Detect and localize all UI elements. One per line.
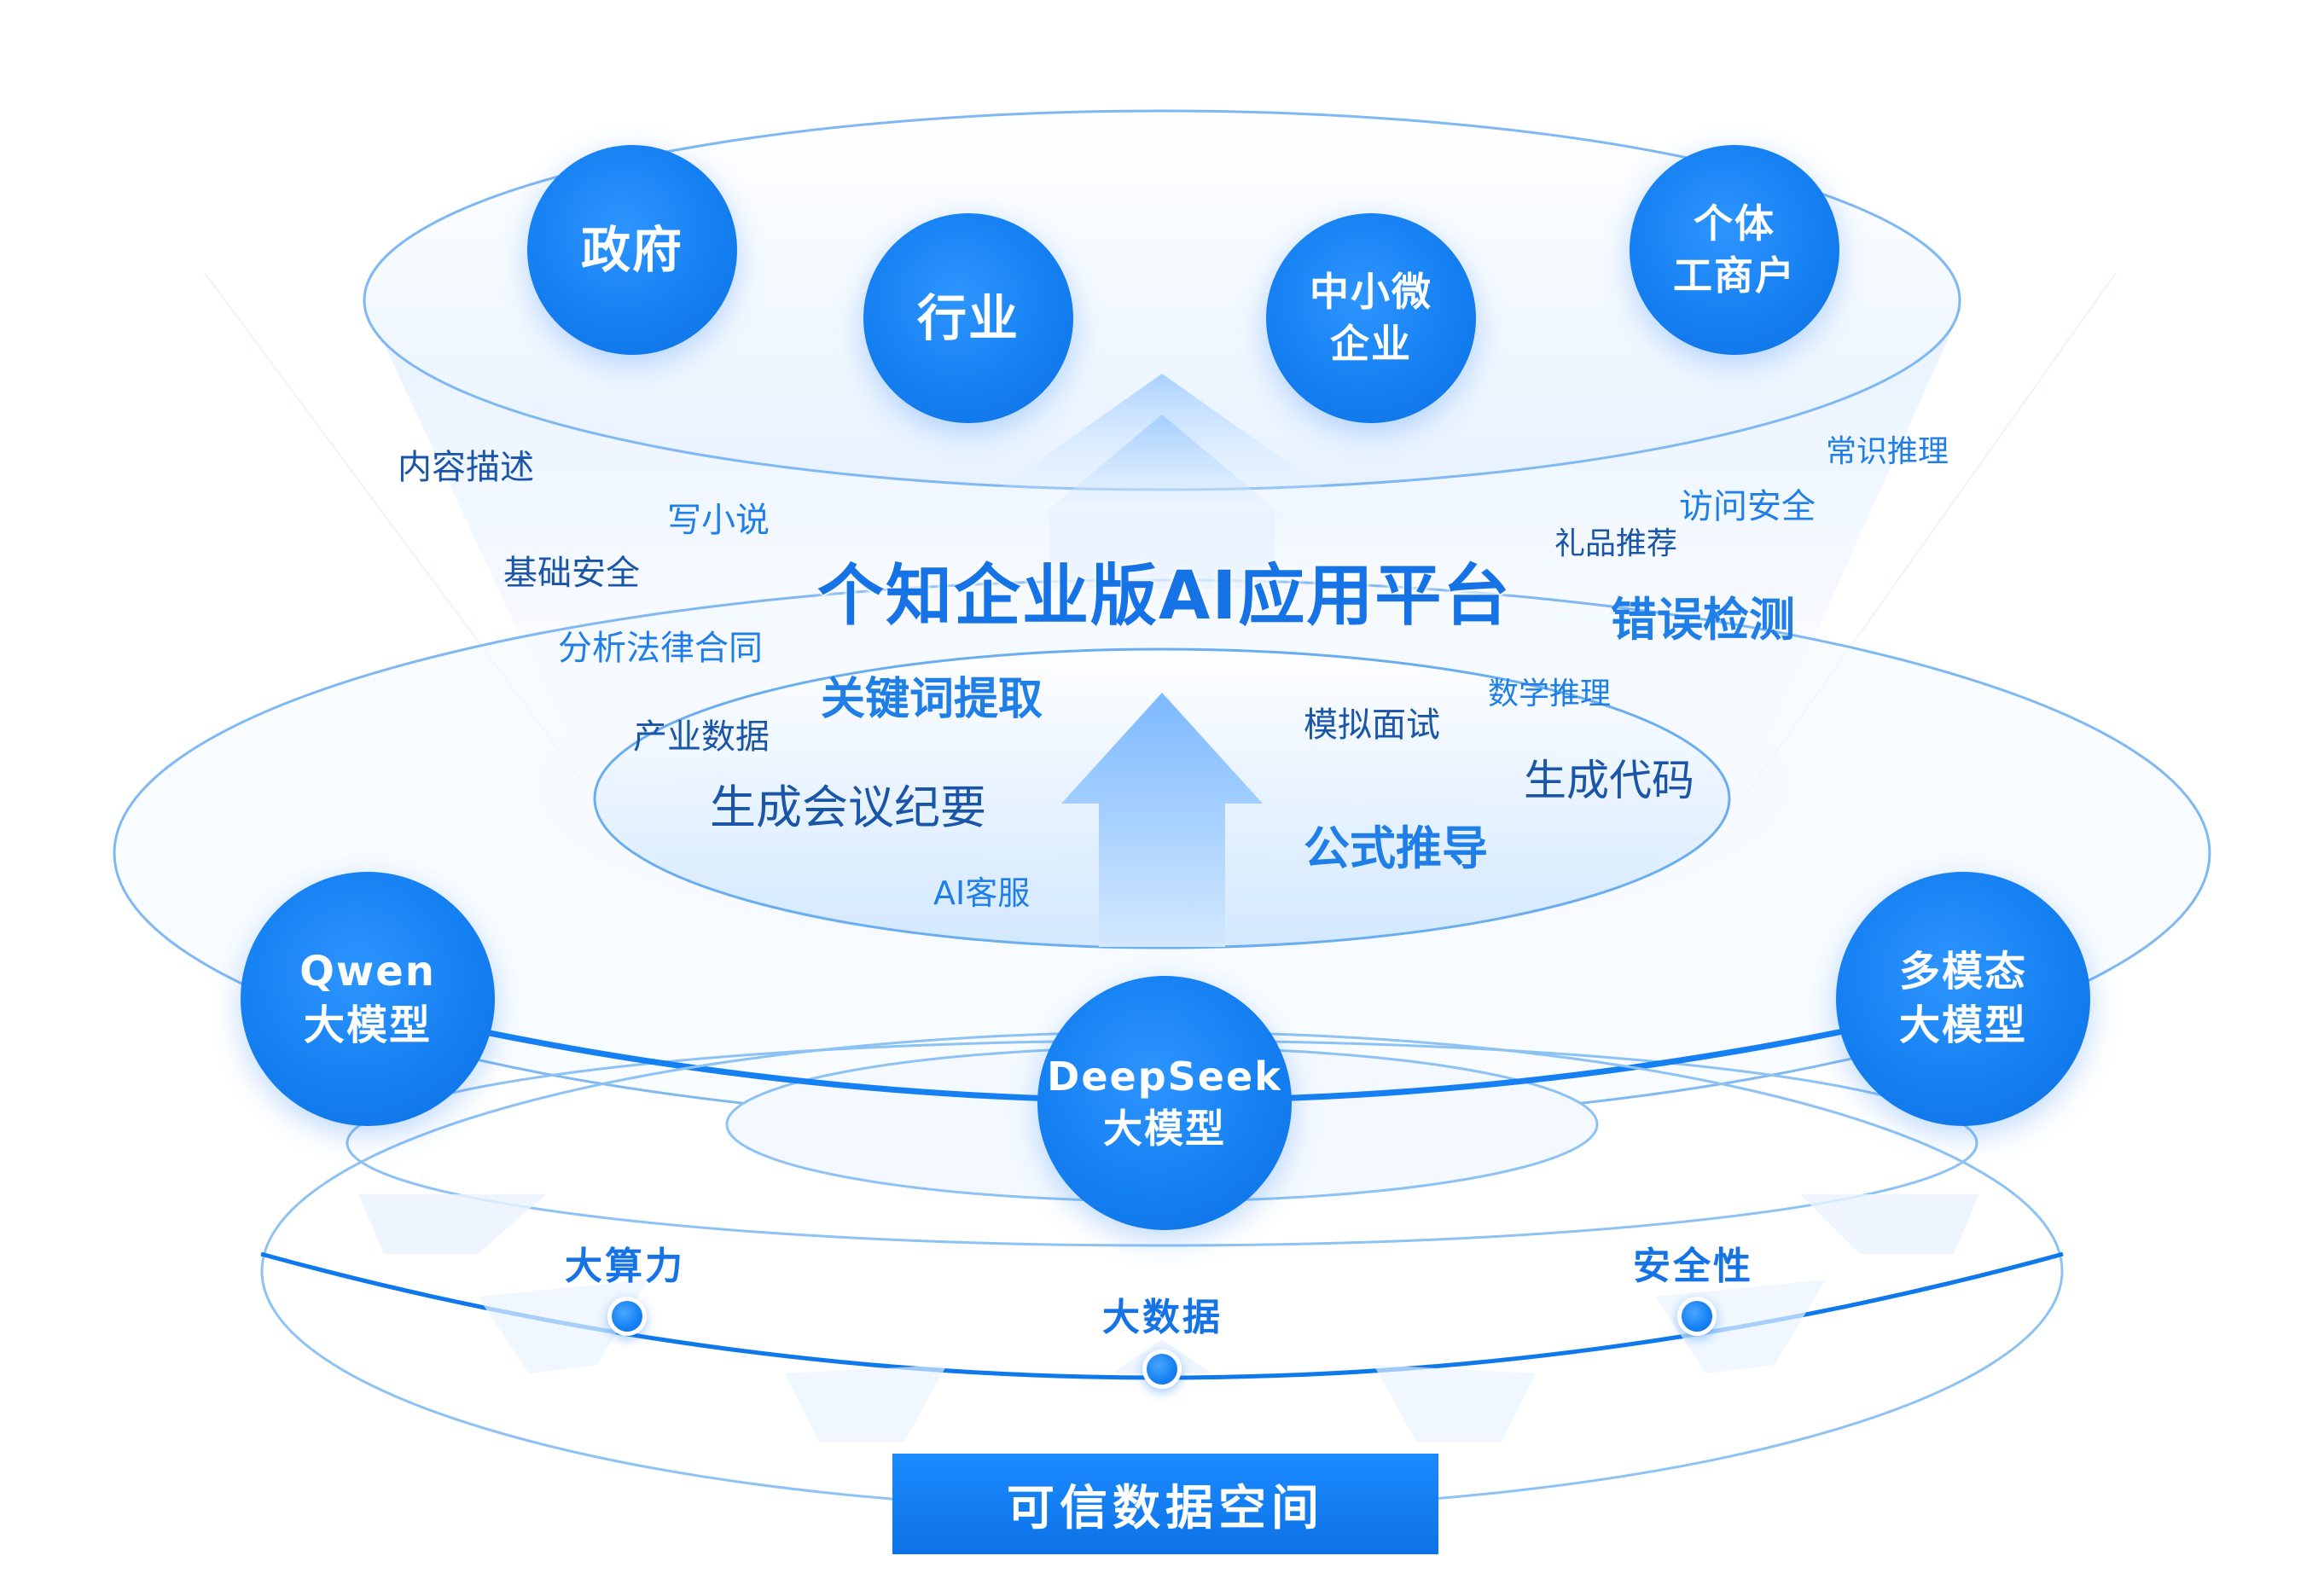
audience-individual-business: 个体 工商户 xyxy=(1630,145,1839,355)
foundation-big-data-dot xyxy=(1142,1350,1182,1389)
tag-gift-recommendation: 礼品推荐 xyxy=(1554,526,1678,561)
audience-sme: 中小微 企业 xyxy=(1266,213,1476,423)
audience-individual-line1: 个体 xyxy=(1694,200,1775,247)
audience-individual-line2: 工商户 xyxy=(1673,253,1796,299)
tag-formula-derivation: 公式推导 xyxy=(1304,821,1488,875)
model-multimodal-line1: 多模态 xyxy=(1898,947,2027,996)
foundation-compute-dot xyxy=(607,1297,647,1336)
tag-math-reasoning: 数学推理 xyxy=(1488,676,1612,711)
tag-mock-interview: 模拟面试 xyxy=(1304,705,1440,745)
tag-industry-data: 产业数据 xyxy=(633,717,770,757)
tag-basic-security: 基础安全 xyxy=(503,554,640,593)
model-deepseek: DeepSeek 大模型 xyxy=(1037,976,1292,1230)
model-deepseek-line1: DeepSeek xyxy=(1047,1054,1282,1100)
tag-ai-customer-service: AI客服 xyxy=(933,874,1031,912)
model-qwen-line2: 大模型 xyxy=(303,1001,432,1049)
audience-sme-line2: 企业 xyxy=(1330,321,1412,367)
trusted-data-space-label: 可信数据空间 xyxy=(1007,1480,1324,1536)
tag-access-security: 访问安全 xyxy=(1679,487,1816,526)
tag-keyword-extraction: 关键词提取 xyxy=(821,674,1043,725)
tag-write-novel: 写小说 xyxy=(667,501,770,540)
audience-sme-line1: 中小微 xyxy=(1310,269,1432,316)
platform-title: 个知企业版AI应用平台 xyxy=(817,558,1512,635)
foundation-big-data-label: 大数据 xyxy=(1102,1296,1223,1339)
tag-meeting-minutes: 生成会议纪要 xyxy=(710,781,986,834)
audience-industry: 行业 xyxy=(863,213,1073,423)
model-qwen-line1: Qwen xyxy=(299,947,436,996)
trusted-data-space-banner: 可信数据空间 xyxy=(892,1454,1438,1554)
foundation-security-label: 安全性 xyxy=(1633,1245,1753,1288)
audience-government-label: 政府 xyxy=(580,220,683,279)
tag-error-detection: 错误检测 xyxy=(1611,593,1795,647)
tag-analyze-contracts: 分析法律合同 xyxy=(558,629,763,668)
model-multimodal: 多模态 大模型 xyxy=(1836,872,2090,1126)
tag-generate-code: 生成代码 xyxy=(1524,756,1694,805)
audience-government: 政府 xyxy=(527,145,737,355)
audience-industry-label: 行业 xyxy=(916,288,1020,347)
model-multimodal-line2: 大模型 xyxy=(1898,1001,2027,1049)
tag-content-description: 内容描述 xyxy=(398,448,534,487)
model-qwen: Qwen 大模型 xyxy=(241,872,495,1126)
model-deepseek-line2: 大模型 xyxy=(1103,1106,1226,1152)
foundation-compute-label: 大算力 xyxy=(565,1245,685,1288)
tag-common-sense-reasoning: 常识推理 xyxy=(1826,434,1949,469)
foundation-security-dot xyxy=(1677,1297,1717,1336)
